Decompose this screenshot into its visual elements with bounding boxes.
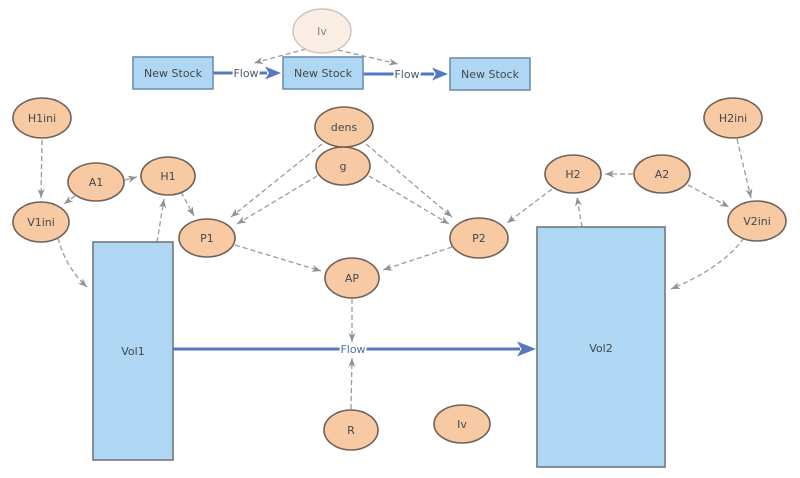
node-a2[interactable]: A2 — [633, 154, 691, 194]
node-ap[interactable]: AP — [324, 257, 380, 299]
link-h2-p2[interactable] — [506, 188, 553, 224]
node-iv-label: Iv — [457, 418, 467, 431]
node-h2[interactable]: H2 — [544, 154, 602, 194]
node-a1-shape — [67, 162, 125, 202]
node-g[interactable]: g — [315, 146, 371, 186]
node-iv-shape — [433, 404, 491, 444]
node-h2ini-label: H2ini — [719, 112, 747, 125]
node-iv-ghost-shape — [292, 8, 352, 54]
stock-new-stock-3-label: New Stock — [461, 68, 520, 81]
flow-arrowhead-icon — [517, 341, 536, 357]
link-g-p1[interactable] — [236, 175, 318, 225]
node-h1-shape — [140, 156, 196, 196]
node-p1-shape — [178, 218, 236, 258]
node-g-label: g — [340, 160, 347, 173]
node-h2ini-shape — [703, 97, 763, 139]
stock-new-stock-1-shape — [132, 56, 214, 90]
node-h2ini[interactable]: H2ini — [703, 97, 763, 139]
link-v2ini-vol2[interactable] — [670, 237, 745, 290]
node-r-label: R — [347, 424, 355, 437]
stock-vol2-shape — [536, 226, 666, 468]
link-vol2-h2[interactable] — [575, 196, 583, 228]
node-iv-ghost-label: Iv — [317, 25, 327, 38]
stock-new-stock-2-label: New Stock — [294, 67, 353, 80]
link-r-flow[interactable] — [348, 357, 356, 410]
node-v2ini-shape — [727, 200, 787, 242]
stock-vol1[interactable]: Vol1 — [92, 241, 174, 461]
node-a1[interactable]: A1 — [67, 162, 125, 202]
flow-arrowhead-icon — [265, 66, 281, 80]
node-ap-shape — [324, 257, 380, 299]
node-h1ini-label: H1ini — [28, 112, 56, 125]
node-v1ini-label: V1ini — [27, 216, 55, 229]
flow-valve-main-label[interactable]: Flow — [338, 341, 367, 358]
node-h1ini-shape — [12, 97, 72, 139]
link-h1-p1[interactable] — [180, 191, 195, 217]
node-g-shape — [315, 146, 371, 186]
node-ap-label: AP — [345, 272, 360, 285]
stock-new-stock-2[interactable]: New Stock — [282, 56, 364, 90]
link-g-p2[interactable] — [368, 175, 450, 225]
flow-arrowhead-icon — [432, 67, 448, 81]
stock-vol2-label: Vol2 — [589, 342, 612, 355]
node-p1[interactable]: P1 — [178, 218, 236, 258]
stock-new-stock-3[interactable]: New Stock — [449, 57, 531, 91]
stock-vol2[interactable]: Vol2 — [536, 226, 666, 468]
stock-new-stock-1[interactable]: New Stock — [132, 56, 214, 90]
node-p1-label: P1 — [200, 232, 214, 245]
flow-valve-top-2-label[interactable]: Flow — [392, 66, 421, 83]
node-iv-ghost[interactable]: Iv — [292, 8, 352, 54]
flow-pipe-top-1[interactable] — [213, 66, 281, 80]
stock-new-stock-3-shape — [449, 57, 531, 91]
node-v1ini[interactable]: V1ini — [12, 201, 70, 243]
node-h1[interactable]: H1 — [140, 156, 196, 196]
flow-valve-top-1-label[interactable]: Flow — [231, 65, 260, 82]
link-a1-v1ini[interactable] — [63, 195, 76, 205]
node-v2ini-label: V2ini — [743, 215, 771, 228]
link-p2-ap[interactable] — [382, 246, 453, 271]
node-dens[interactable]: dens — [314, 106, 374, 148]
link-p1-ap[interactable] — [234, 244, 322, 272]
link-dens-p2[interactable] — [365, 143, 453, 218]
link-h1ini-v1ini[interactable] — [37, 139, 45, 199]
node-v2ini[interactable]: V2ini — [727, 200, 787, 242]
node-r-shape — [323, 409, 379, 451]
node-p2-shape — [449, 217, 509, 259]
node-p2-label: P2 — [472, 232, 486, 245]
stock-vol1-shape — [92, 241, 174, 461]
stock-new-stock-1-label: New Stock — [144, 67, 203, 80]
stock-new-stock-2-shape — [282, 56, 364, 90]
link-vol1-h1[interactable] — [156, 198, 167, 243]
node-dens-label: dens — [331, 121, 358, 134]
node-h2-label: H2 — [565, 168, 580, 181]
node-r[interactable]: R — [323, 409, 379, 451]
link-a2-v2ini[interactable] — [687, 184, 730, 208]
node-iv[interactable]: Iv — [433, 404, 491, 444]
flow-pipe-top-2[interactable] — [363, 67, 448, 81]
link-iv-flow2[interactable] — [337, 49, 399, 66]
link-iv-flow1[interactable] — [253, 48, 307, 65]
node-a1-label: A1 — [89, 176, 104, 189]
node-v1ini-shape — [12, 201, 70, 243]
link-dens-p1[interactable] — [230, 143, 323, 218]
node-p2[interactable]: P2 — [449, 217, 509, 259]
node-a2-shape — [633, 154, 691, 194]
node-h1-label: H1 — [160, 170, 175, 183]
stock-vol1-label: Vol1 — [121, 345, 144, 358]
node-h1ini[interactable]: H1ini — [12, 97, 72, 139]
node-a2-label: A2 — [655, 168, 670, 181]
link-h2ini-v2ini[interactable] — [736, 138, 753, 199]
node-h2-shape — [544, 154, 602, 194]
link-a1-h1[interactable] — [124, 175, 138, 183]
link-v1ini-vol1[interactable] — [57, 237, 88, 288]
flow-pipe-main[interactable] — [173, 341, 536, 357]
